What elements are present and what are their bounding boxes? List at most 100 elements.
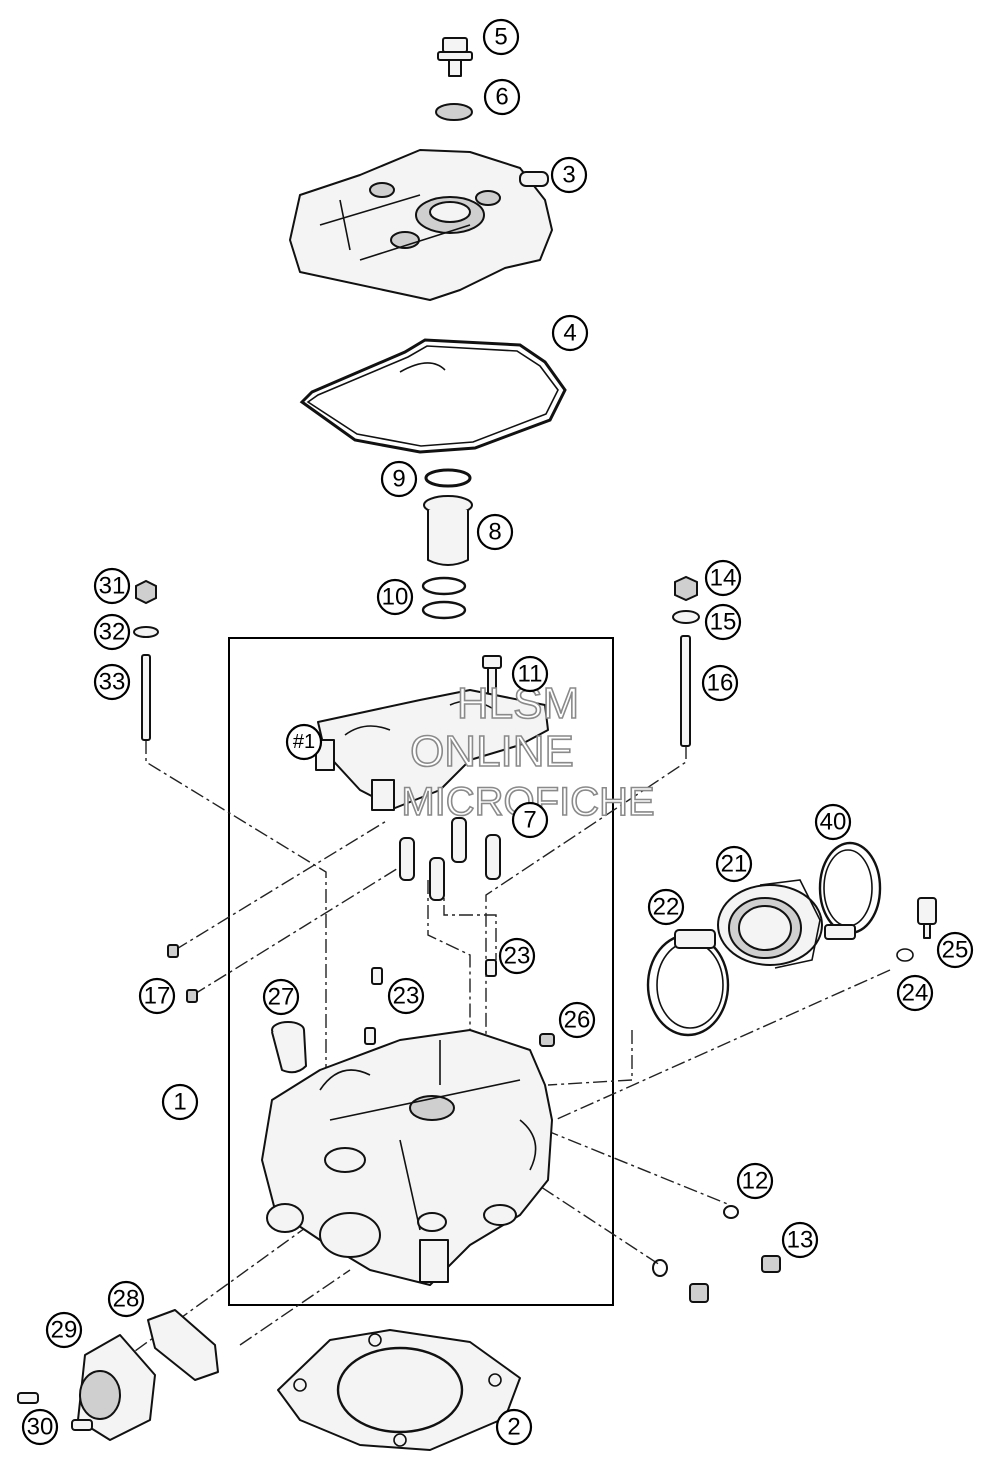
svg-text:3: 3 xyxy=(562,162,575,189)
sealing-ring-part xyxy=(896,948,914,962)
callout: 23 xyxy=(498,937,536,975)
svg-text:12: 12 xyxy=(742,1168,769,1195)
svg-text:26: 26 xyxy=(564,1007,591,1034)
svg-text:#1: #1 xyxy=(293,731,315,753)
o-ring-lower-part xyxy=(421,600,467,620)
callout: 4 xyxy=(551,314,589,352)
svg-text:29: 29 xyxy=(51,1317,78,1344)
svg-text:40: 40 xyxy=(820,809,847,836)
leader-lines xyxy=(94,740,891,1381)
svg-text:7: 7 xyxy=(523,807,536,834)
valve-guides-part xyxy=(399,817,501,901)
callout: 7 xyxy=(511,801,549,839)
callout: 31 xyxy=(93,567,131,605)
svg-text:14: 14 xyxy=(710,565,737,592)
washer-part xyxy=(435,103,473,121)
dowel-part xyxy=(364,1027,376,1045)
svg-text:23: 23 xyxy=(504,943,531,970)
washer-left-part xyxy=(133,626,159,638)
svg-text:4: 4 xyxy=(563,320,576,347)
svg-text:21: 21 xyxy=(721,851,748,878)
callout: 26 xyxy=(558,1001,596,1039)
callout: 1 xyxy=(161,1083,199,1121)
intake-boot-part xyxy=(717,879,823,969)
callout: 10 xyxy=(376,578,414,616)
camshaft-bridge-part xyxy=(315,689,549,811)
flange-gasket-part xyxy=(147,1309,219,1381)
callout: 11 xyxy=(511,655,549,693)
svg-text:16: 16 xyxy=(707,670,734,697)
clamp-large-part xyxy=(818,841,882,940)
small-bolt-part xyxy=(186,989,198,1003)
watermark-line-2: ONLINE xyxy=(410,727,574,776)
svg-text:6: 6 xyxy=(495,84,508,111)
clamp-small-part xyxy=(646,929,730,1037)
callout: 9 xyxy=(380,460,418,498)
callout: 33 xyxy=(93,663,131,701)
assembly-frame xyxy=(228,637,614,1306)
svg-text:25: 25 xyxy=(942,937,969,964)
svg-text:23: 23 xyxy=(393,983,420,1010)
svg-text:11: 11 xyxy=(518,661,543,688)
spark-plug-sleeve-part xyxy=(423,495,473,566)
o-ring-small-part xyxy=(723,1205,739,1219)
watermark-line-1: HLSM xyxy=(457,679,579,728)
small-bolt-part xyxy=(167,944,179,958)
svg-text:2: 2 xyxy=(507,1414,520,1441)
callout: 28 xyxy=(107,1280,145,1318)
nut-left-part xyxy=(135,579,157,605)
svg-text:15: 15 xyxy=(710,609,737,636)
svg-text:30: 30 xyxy=(27,1414,54,1441)
callout: 23 xyxy=(387,977,425,1015)
callout: 3 xyxy=(550,156,588,194)
callout: 24 xyxy=(896,974,934,1012)
callout: 14 xyxy=(704,559,742,597)
screw-plug-part xyxy=(689,1283,709,1303)
dowel-part xyxy=(485,959,497,977)
callout: 27 xyxy=(262,978,300,1016)
washer-right-part xyxy=(672,610,700,624)
callout: 2 xyxy=(495,1408,533,1446)
callout: 13 xyxy=(781,1221,819,1259)
callout: 29 xyxy=(45,1311,83,1349)
plug-part xyxy=(539,1033,555,1047)
temperature-sensor-part xyxy=(917,897,937,939)
svg-text:32: 32 xyxy=(99,619,126,646)
callout: 25 xyxy=(936,931,974,969)
stud-right-part xyxy=(680,635,691,747)
head-gasket-part xyxy=(277,1329,521,1451)
svg-text:8: 8 xyxy=(488,519,501,546)
callout: 5 xyxy=(482,18,520,56)
svg-text:13: 13 xyxy=(787,1227,814,1254)
svg-text:1: 1 xyxy=(173,1089,186,1116)
screw-plug-part xyxy=(761,1255,781,1273)
callouts: 5 6 3 4 9 8 10 31 32 33 14 15 16 11 #1 7… xyxy=(21,18,974,1446)
callout: 22 xyxy=(647,888,685,926)
o-ring-upper-part xyxy=(421,576,467,596)
svg-text:22: 22 xyxy=(653,894,680,921)
svg-text:17: 17 xyxy=(144,983,171,1010)
svg-text:28: 28 xyxy=(113,1286,140,1313)
stud-left-part xyxy=(141,654,151,741)
svg-text:31: 31 xyxy=(99,573,126,600)
o-ring-small-part xyxy=(652,1259,668,1277)
svg-text:33: 33 xyxy=(99,669,126,696)
callout: 17 xyxy=(138,977,176,1015)
oil-sleeve-part xyxy=(271,1021,307,1074)
callout: 16 xyxy=(701,664,739,702)
svg-text:5: 5 xyxy=(494,24,507,51)
flange-screw-part xyxy=(17,1392,39,1404)
callout: 32 xyxy=(93,613,131,651)
callout: 30 xyxy=(21,1408,59,1446)
callout: 15 xyxy=(704,603,742,641)
callout: #1 xyxy=(285,723,323,761)
svg-text:27: 27 xyxy=(268,984,295,1011)
flange-screw-part xyxy=(71,1419,93,1431)
bolt-part xyxy=(437,37,473,77)
callout: 21 xyxy=(715,845,753,883)
cover-gasket-part xyxy=(299,338,567,454)
callout: 12 xyxy=(736,1162,774,1200)
cylinder-head-part xyxy=(261,1029,553,1286)
callout: 40 xyxy=(814,803,852,841)
